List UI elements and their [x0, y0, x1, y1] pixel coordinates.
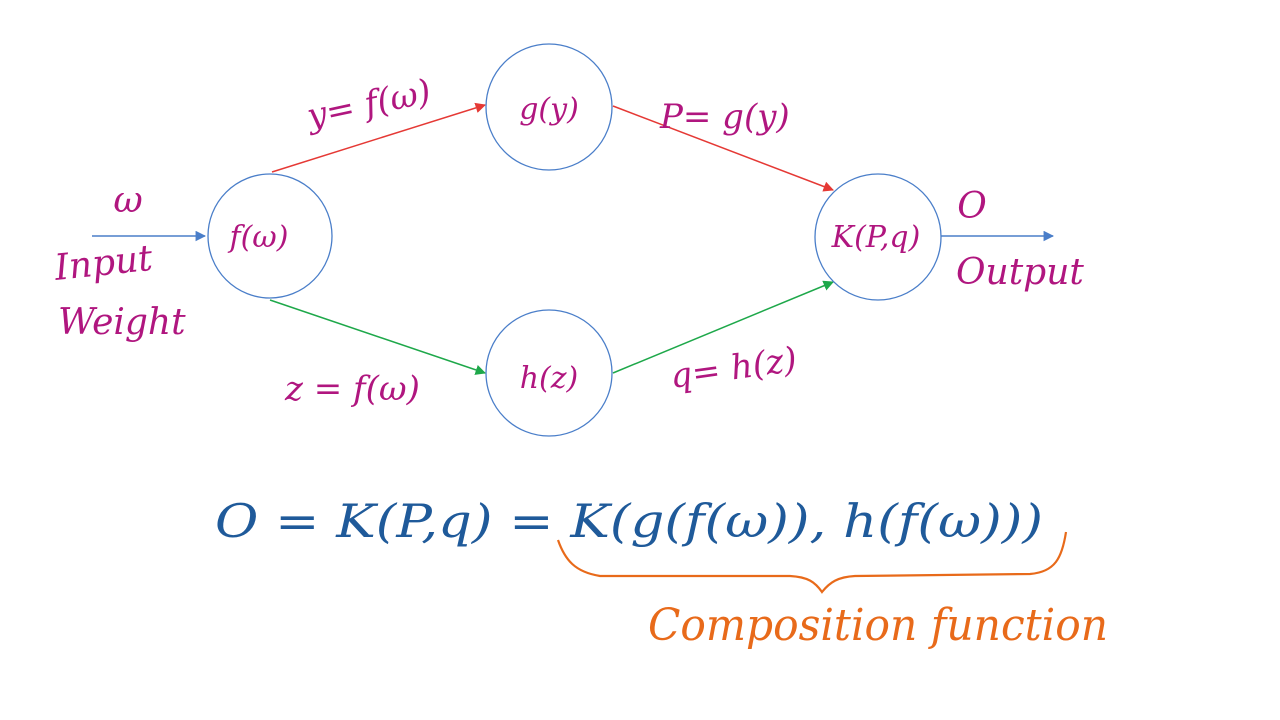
node-g-label: g(y) [519, 92, 579, 127]
node-f [207, 173, 333, 299]
output-symbol: O [957, 186, 987, 227]
node-h [485, 309, 613, 437]
composition-brace [556, 531, 1068, 594]
input-label-line1: Input [52, 238, 155, 289]
equation: O = K(P,q) = K(g(f(ω)), h(f(ω))) [215, 494, 1043, 548]
composition-label: Composition function [648, 600, 1108, 651]
input-label-line2: Weight [58, 302, 186, 343]
node-g [485, 43, 613, 171]
node-h-label: h(z) [520, 361, 579, 396]
node-f-label: f(ω) [228, 220, 289, 255]
edge-f-to-h [269, 299, 486, 375]
input-symbol: ω [113, 180, 142, 221]
edge-label-p: P= g(y) [659, 97, 790, 137]
edge-h-to-k [612, 280, 834, 374]
edge-f-to-g [271, 102, 487, 173]
node-k [814, 173, 942, 301]
node-k-label: K(P,q) [831, 220, 921, 255]
edge-label-z: z = f(ω) [284, 369, 420, 409]
edge-label-q: q= h(z) [668, 340, 800, 397]
output-label: Output [956, 252, 1084, 293]
edge-g-to-k [612, 105, 834, 192]
